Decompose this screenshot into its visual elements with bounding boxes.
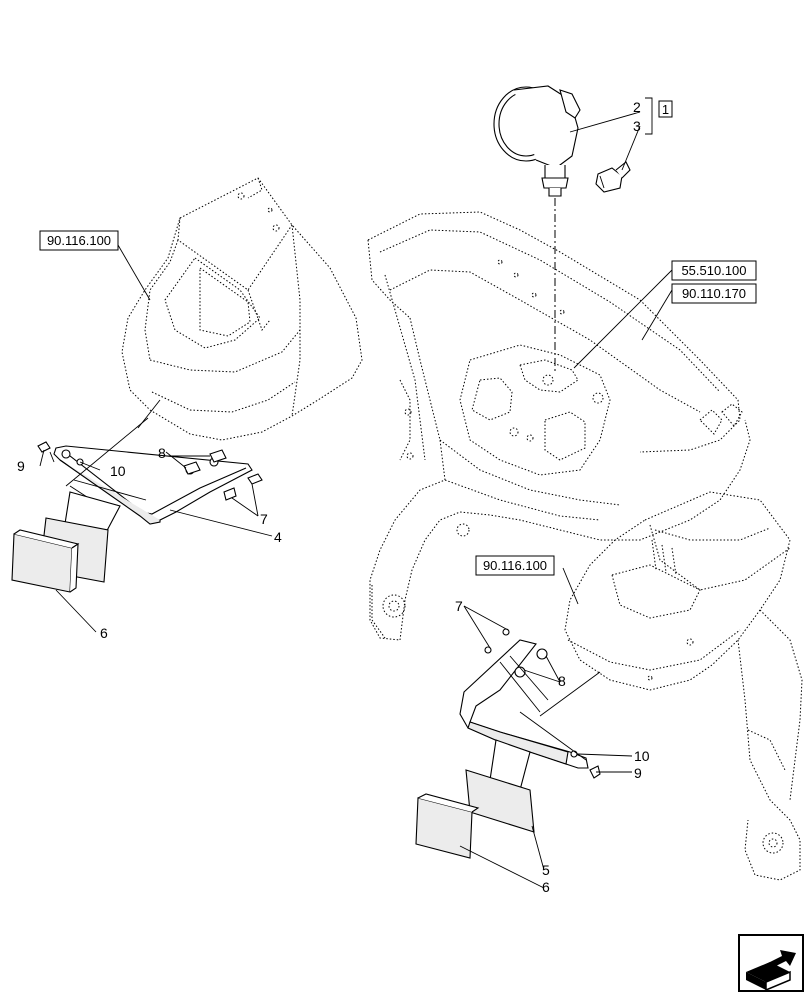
ref-box-mudguard-right[interactable]: 90.116.100 [475, 555, 555, 576]
callout-bolt-right: 7 [455, 598, 463, 614]
svg-text:90.116.100: 90.116.100 [483, 558, 547, 573]
right-bracket-assembly [415, 628, 601, 859]
callout-reflector-left: 6 [100, 625, 108, 641]
callout-washer-left: 10 [110, 463, 126, 479]
left-bracket-assembly [11, 441, 263, 593]
left-mudguard [121, 177, 363, 441]
bulb [595, 161, 631, 193]
ref-box-mudguard-left[interactable]: 90.116.100 [39, 230, 119, 251]
callout-plate-right: 5 [542, 862, 550, 878]
callout-nut-right: 8 [558, 673, 566, 689]
ref-box-kit[interactable]: 1 [645, 97, 673, 135]
leader-lines [39, 111, 673, 889]
work-lamp [493, 85, 581, 372]
svg-text:90.110.170: 90.110.170 [682, 286, 746, 301]
right-mudguard [564, 491, 803, 881]
next-page-arrow-icon[interactable] [738, 934, 804, 992]
svg-text:1: 1 [662, 102, 669, 117]
callout-screw-right: 9 [634, 765, 642, 781]
svg-text:90.116.100: 90.116.100 [47, 233, 111, 248]
callout-screw-left: 9 [17, 458, 25, 474]
svg-text:55.510.100: 55.510.100 [681, 263, 746, 278]
callout-reflector-right: 6 [542, 879, 550, 895]
callout-washer-right: 10 [634, 748, 650, 764]
callout-lamp: 2 [633, 99, 641, 115]
callout-bolt-left: 7 [260, 511, 268, 527]
callout-bulb: 3 [633, 118, 641, 134]
callout-bracket-left: 4 [274, 529, 282, 545]
tractor-frame [367, 211, 751, 641]
callout-nut-left: 8 [158, 445, 166, 461]
ref-box-frame-a[interactable]: 55.510.100 [671, 260, 757, 281]
ref-box-frame-b[interactable]: 90.110.170 [671, 283, 757, 304]
